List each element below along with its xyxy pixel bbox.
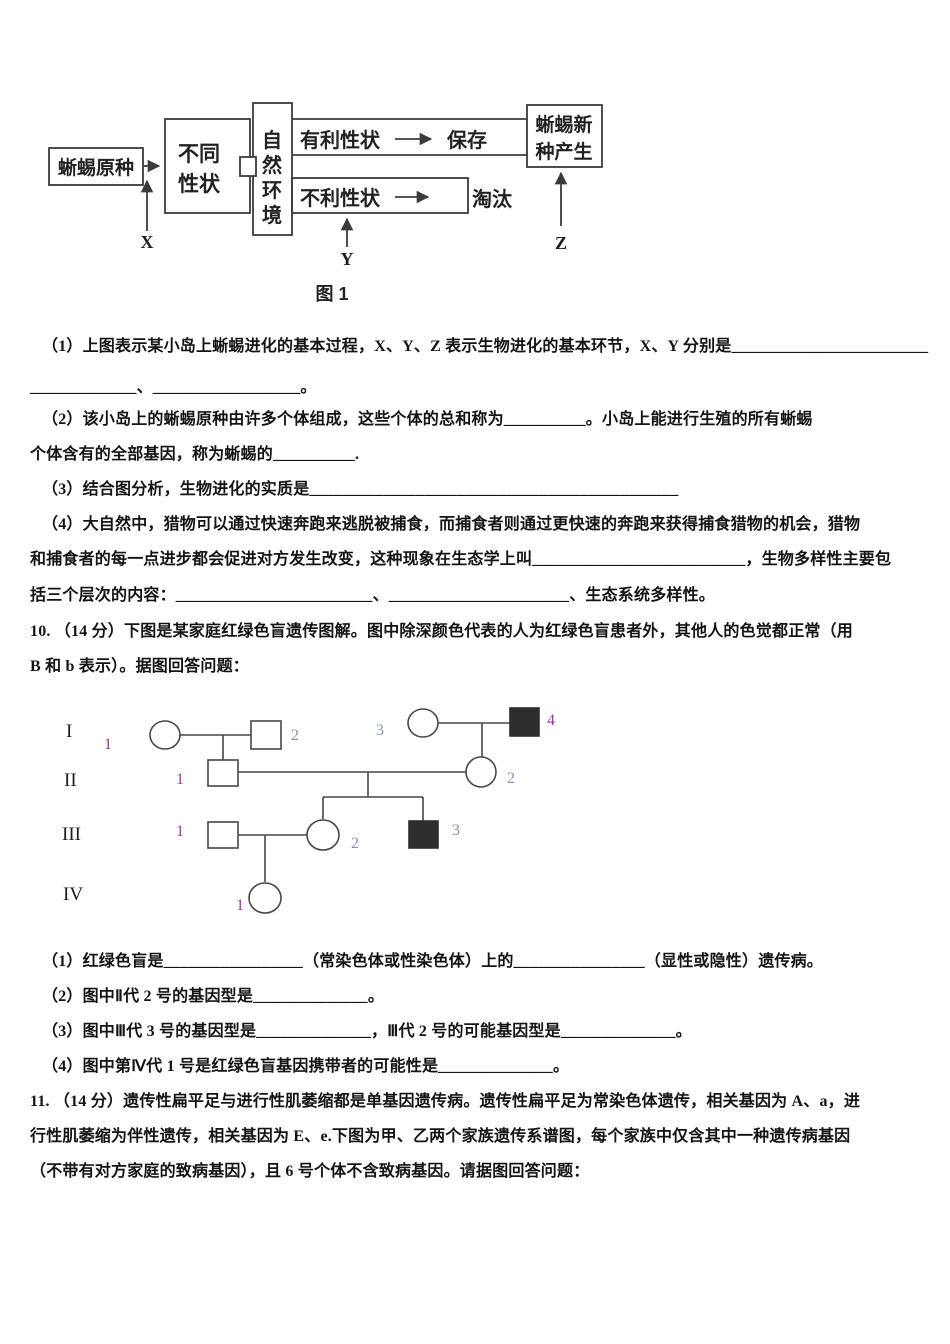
member-i1-number: 1 xyxy=(104,736,112,753)
q9-sub4-cont-line2: 括三个层次的内容：________________________、______… xyxy=(30,587,716,604)
figure1-flowchart: 蜥蜴原种 X 不同 性状 自 然 环 境 有利性状 保存 不利性状 淘汰 蜥蜴新… xyxy=(48,102,603,304)
new-species-label-line1: 蜥蜴新 xyxy=(535,113,592,136)
member-iv1-number: 1 xyxy=(236,897,244,914)
q10-sub2-line: （2）图中Ⅱ代 2 号的基因型是______________。 xyxy=(42,988,385,1005)
q10-pedigree-chart: I II III IV 1 2 3 4 1 2 1 2 xyxy=(62,707,555,914)
generation-label-4: IV xyxy=(63,884,83,905)
env-char-1: 自 xyxy=(262,128,282,152)
q9-sub2-line: （2）该小岛上的蜥蜴原种由许多个体组成，这些个体的总和称为__________。… xyxy=(42,411,813,428)
member-iii2-circle xyxy=(306,819,340,851)
q9-sub3-line: （3）结合图分析，生物进化的实质是_______________________… xyxy=(42,481,679,498)
q10-sub4-line: （4）图中第Ⅳ代 1 号是红绿色盲基因携带者的可能性是_____________… xyxy=(42,1058,570,1075)
favorable-traits-label: 有利性状 xyxy=(300,128,381,152)
origin-species-box xyxy=(48,147,144,186)
x-mark-label: X xyxy=(141,232,154,252)
y-mark-label: Y xyxy=(341,249,354,269)
different-traits-box xyxy=(164,118,251,214)
q10-stem-line1: 10. （14 分）下图是某家庭红绿色盲遗传图解。图中除深颜色代表的人为红绿色盲… xyxy=(30,623,854,640)
env-char-4: 境 xyxy=(262,203,282,227)
q9-sub1-line: （1）上图表示某小岛上蜥蜴进化的基本过程，X、Y、Z 表示生物进化的基本环节，X… xyxy=(42,338,929,355)
q9-sub4-cont-line1: 和捕食者的每一点进步都会促进对方发生改变，这种现象在生态学上叫_________… xyxy=(30,551,892,568)
member-iv1-circle xyxy=(248,882,282,914)
member-i4-number: 4 xyxy=(547,712,555,729)
preserve-label: 保存 xyxy=(446,128,487,152)
member-i2-square xyxy=(250,720,282,750)
member-i2-number: 2 xyxy=(291,727,299,744)
eliminate-label: 淘汰 xyxy=(472,187,513,211)
unfavorable-traits-label: 不利性状 xyxy=(300,186,381,210)
member-iii1-number: 1 xyxy=(176,823,184,840)
z-mark-label: Z xyxy=(555,233,567,253)
generation-label-1: I xyxy=(66,721,72,742)
member-iii3-number: 3 xyxy=(452,822,460,839)
member-ii2-number: 2 xyxy=(507,770,515,787)
member-ii2-circle xyxy=(465,756,497,788)
new-species-label-line2: 种产生 xyxy=(534,140,592,163)
natural-environment-box xyxy=(252,102,293,236)
q9-sub2-cont-line: 个体含有的全部基因，称为蜥蜴的__________. xyxy=(30,446,360,463)
connector-notch xyxy=(239,156,257,177)
q11-stem-line3: （不带有对方家庭的致病基因），且 6 号个体不含致病基因。请据图回答问题： xyxy=(30,1163,590,1180)
member-iii1-square xyxy=(207,821,239,849)
figure1-caption: 图 1 xyxy=(315,284,348,304)
origin-species-label: 蜥蜴原种 xyxy=(58,156,134,179)
q9-sub1-blanks-line: _____________、__________________。 xyxy=(30,379,317,396)
member-iii2-number: 2 xyxy=(351,835,359,852)
member-i3-circle xyxy=(407,708,439,738)
generation-label-3: III xyxy=(62,824,81,845)
generation-label-2: II xyxy=(64,770,77,791)
q9-sub4-line: （4）大自然中，猎物可以通过快速奔跑来逃脱被捕食，而捕食者则通过更快速的奔跑来获… xyxy=(42,516,861,533)
env-char-3: 环 xyxy=(262,180,282,202)
unfavorable-band-rect xyxy=(291,177,469,214)
traits-label-line2: 性状 xyxy=(178,172,221,196)
new-species-box xyxy=(526,104,603,168)
member-iii3-square-affected xyxy=(408,820,439,849)
q10-sub1-line: （1）红绿色盲是_________________（常染色体或性染色体）上的__… xyxy=(42,953,824,970)
member-ii1-square xyxy=(207,759,239,787)
member-i4-square-affected xyxy=(509,707,540,737)
member-ii1-number: 1 xyxy=(176,771,184,788)
q11-stem-line1: 11. （14 分）遗传性扁平足与进行性肌萎缩都是单基因遗传病。遗传性扁平足为常… xyxy=(30,1093,861,1110)
member-i3-number: 3 xyxy=(376,722,384,739)
q10-stem-line2: B 和 b 表示）。据图回答问题： xyxy=(30,658,249,675)
member-i1-circle xyxy=(149,720,181,750)
traits-label-line1: 不同 xyxy=(178,143,220,166)
q11-stem-line2: 行性肌萎缩为伴性遗传，相关基因为 E、e.下图为甲、乙两个家族遗传系谱图，每个家… xyxy=(30,1128,851,1145)
q10-sub3-line: （3）图中Ⅲ代 3 号的基因型是______________，Ⅲ代 2 号的可能… xyxy=(42,1023,692,1040)
env-char-2: 然 xyxy=(262,153,282,177)
